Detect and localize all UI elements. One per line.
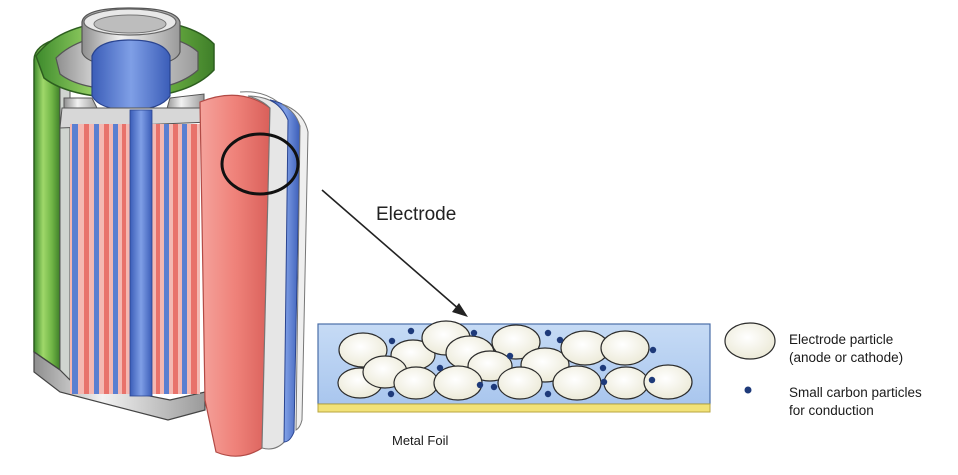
carbon-particle [436, 364, 444, 372]
electrode-cross-section [317, 320, 711, 413]
electrode-particle [491, 324, 541, 360]
carbon-particle [506, 352, 514, 360]
carbon-particle [599, 364, 607, 372]
cathode-sheet [199, 94, 271, 457]
electrode-particle [600, 330, 650, 366]
electrode-particle [603, 366, 649, 400]
metal-foil-label: Metal Foil [392, 433, 449, 448]
carbon-particle [387, 390, 395, 398]
carbon-particle [407, 327, 415, 335]
carbon-particle [490, 383, 498, 391]
carbon-particle [476, 381, 484, 389]
battery-cutaway-icon [33, 7, 309, 457]
arrow-pointer-icon [321, 189, 468, 317]
carbon-particle [388, 337, 396, 345]
legend-electrode-particle-label: Electrode particle (anode or cathode) [789, 332, 904, 365]
carbon-particle [470, 329, 478, 337]
electrode-particle [467, 350, 513, 382]
legend [724, 322, 776, 394]
electrode-particle [433, 365, 483, 401]
carbon-particle [544, 329, 552, 337]
carbon-particle [556, 336, 564, 344]
zoom-circle-icon [220, 132, 300, 196]
electrode-particle [643, 364, 693, 400]
carbon-particle [544, 390, 552, 398]
carbon-particle [600, 378, 608, 386]
legend-particle-icon [724, 322, 776, 360]
carbon-particle [649, 346, 657, 354]
legend-carbon-icon [744, 386, 752, 394]
outer-shell [33, 37, 61, 372]
separator-sheet-2 [281, 103, 309, 431]
electrode-particle [552, 365, 602, 401]
carbon-particle [648, 376, 656, 384]
electrode-particle [497, 366, 543, 400]
electrode-heading: Electrode [376, 204, 457, 225]
legend-carbon-particles-label: Small carbon particles for conduction [789, 385, 922, 418]
carbon-particles [387, 327, 657, 398]
electrode-particles [337, 320, 693, 401]
winding-stripes [72, 109, 197, 397]
electrode-particle [393, 366, 439, 400]
metal-foil [317, 403, 711, 413]
